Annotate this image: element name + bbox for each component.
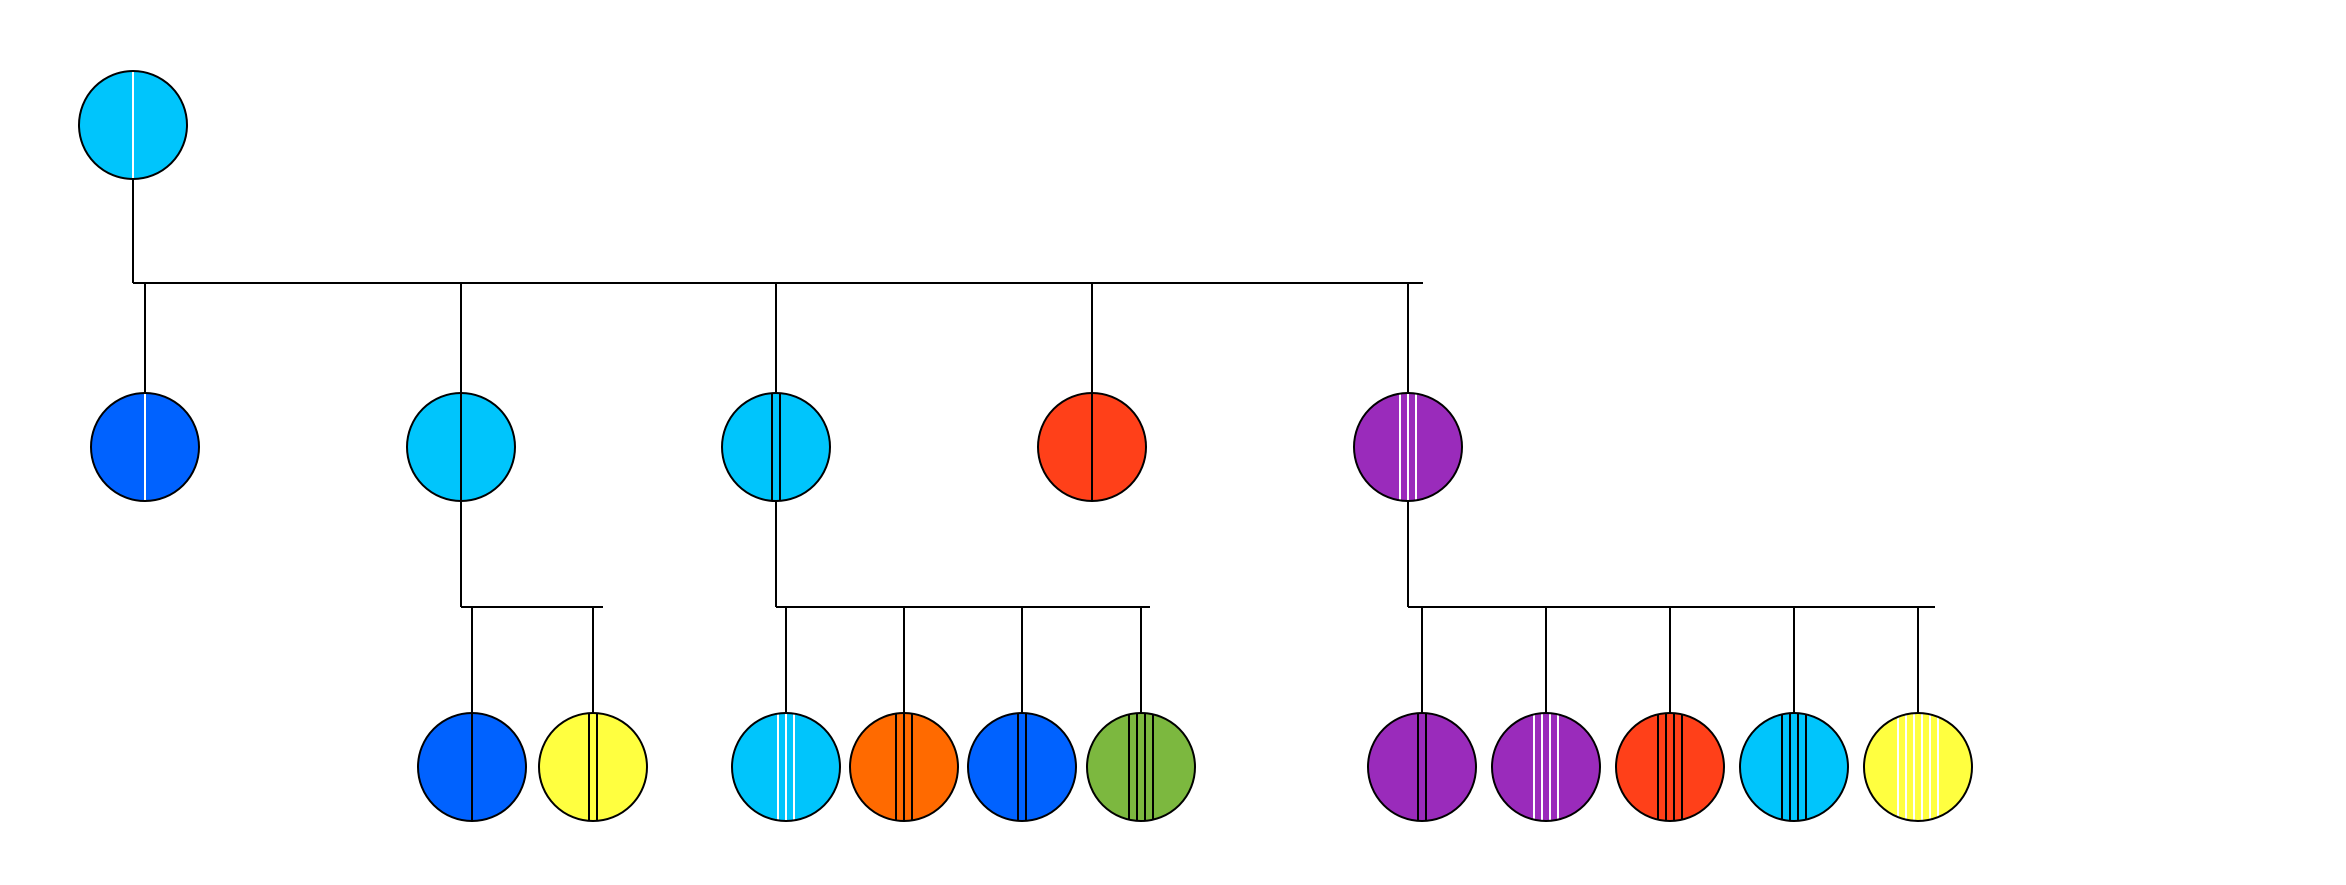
node-e2-stripes bbox=[1533, 713, 1559, 821]
node-root-outline bbox=[78, 70, 188, 180]
node-e1 bbox=[1367, 712, 1477, 822]
node-e5-fill bbox=[1864, 713, 1972, 821]
node-c2 bbox=[849, 712, 959, 822]
node-root bbox=[78, 70, 188, 180]
node-e bbox=[1353, 392, 1463, 502]
node-c1-stripes bbox=[777, 713, 795, 821]
node-c4 bbox=[1086, 712, 1196, 822]
node-c-outline bbox=[721, 392, 831, 502]
node-c4-outline bbox=[1086, 712, 1196, 822]
node-e4-stripes bbox=[1781, 713, 1807, 821]
node-b bbox=[406, 392, 516, 502]
node-c1-outline bbox=[731, 712, 841, 822]
nodes-group bbox=[78, 70, 1973, 822]
node-e3-outline bbox=[1615, 712, 1725, 822]
node-e2-outline bbox=[1491, 712, 1601, 822]
node-c3 bbox=[967, 712, 1077, 822]
node-e5-stripes bbox=[1897, 713, 1939, 821]
node-b2-stripes bbox=[588, 713, 598, 821]
node-e3-stripes bbox=[1657, 713, 1683, 821]
node-c4-stripes bbox=[1128, 713, 1154, 821]
node-e4-outline bbox=[1739, 712, 1849, 822]
node-d bbox=[1037, 392, 1147, 502]
node-a-outline bbox=[90, 392, 200, 502]
edges-group bbox=[132, 179, 1935, 713]
node-b1 bbox=[417, 712, 527, 822]
node-e3 bbox=[1615, 712, 1725, 822]
node-c3-outline bbox=[967, 712, 1077, 822]
node-e3-fill bbox=[1616, 713, 1724, 821]
node-d-outline bbox=[1037, 392, 1147, 502]
node-c-stripes bbox=[771, 393, 781, 501]
node-c4-fill bbox=[1087, 713, 1195, 821]
node-b2-fill bbox=[539, 713, 647, 821]
node-e4-fill bbox=[1740, 713, 1848, 821]
node-b1-outline bbox=[417, 712, 527, 822]
node-e-stripes bbox=[1399, 393, 1417, 501]
node-c2-outline bbox=[849, 712, 959, 822]
node-e1-fill bbox=[1368, 713, 1476, 821]
node-a bbox=[90, 392, 200, 502]
node-b-outline bbox=[406, 392, 516, 502]
node-e-outline bbox=[1353, 392, 1463, 502]
node-b2 bbox=[538, 712, 648, 822]
node-c bbox=[721, 392, 831, 502]
node-e5-outline bbox=[1863, 712, 1973, 822]
node-e1-outline bbox=[1367, 712, 1477, 822]
node-e2-fill bbox=[1492, 713, 1600, 821]
node-e4 bbox=[1739, 712, 1849, 822]
node-b2-outline bbox=[538, 712, 648, 822]
node-c1 bbox=[731, 712, 841, 822]
node-c3-fill bbox=[968, 713, 1076, 821]
node-e5 bbox=[1863, 712, 1973, 822]
node-e1-stripes bbox=[1417, 713, 1427, 821]
node-c2-stripes bbox=[895, 713, 913, 821]
node-c-fill bbox=[722, 393, 830, 501]
node-e2 bbox=[1491, 712, 1601, 822]
node-c3-stripes bbox=[1017, 713, 1027, 821]
